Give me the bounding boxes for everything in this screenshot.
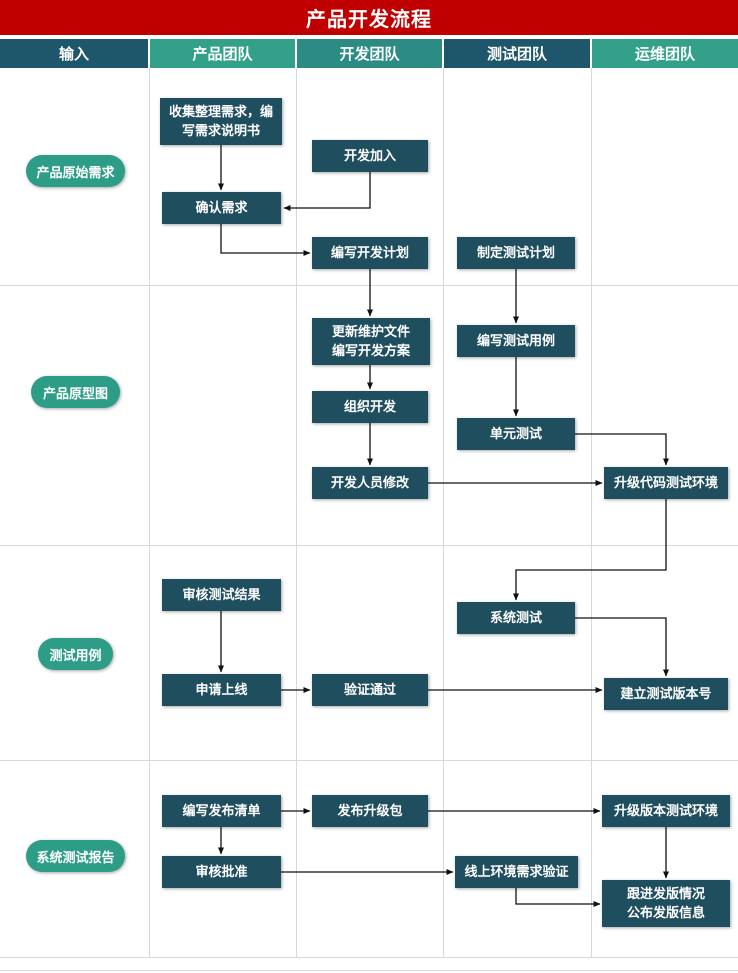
node-online-env-verify: 线上环境需求验证	[455, 856, 578, 888]
node-apply-online: 申请上线	[162, 674, 281, 706]
grid-line-horizontal	[0, 957, 738, 958]
lane-header-product-team: 产品团队	[150, 39, 295, 68]
grid-line-horizontal	[0, 545, 738, 546]
node-write-test-cases: 编写测试用例	[457, 325, 575, 357]
node-verify-pass: 验证通过	[312, 674, 428, 706]
input-pill-product-requirements: 产品原始需求	[26, 155, 125, 187]
grid-line-vertical	[591, 68, 592, 957]
lane-header-dev-team: 开发团队	[297, 39, 442, 68]
node-collect-requirements: 收集整理需求，编 写需求说明书	[160, 98, 282, 145]
node-release-package: 发布升级包	[312, 795, 428, 827]
node-system-test: 系统测试	[457, 602, 575, 634]
node-create-test-version: 建立测试版本号	[604, 678, 728, 710]
node-review-test-results: 审核测试结果	[162, 579, 281, 611]
input-pill-product-prototype: 产品原型图	[31, 376, 120, 408]
lane-header-test-team: 测试团队	[444, 39, 590, 68]
arrow-unittest-to-upgradecode	[575, 433, 669, 466]
lane-header-input: 输入	[0, 39, 148, 68]
node-organize-dev: 组织开发	[312, 391, 428, 423]
node-approve: 审核批准	[162, 856, 281, 888]
grid-line-horizontal	[0, 760, 738, 761]
node-update-docs-dev-scheme: 更新维护文件 编写开发方案	[312, 318, 430, 365]
node-unit-test: 单元测试	[457, 418, 575, 450]
node-dev-fix: 开发人员修改	[312, 467, 428, 499]
lane-header-ops-team: 运维团队	[592, 39, 738, 68]
grid-line-vertical	[443, 68, 444, 957]
grid-line-horizontal	[0, 970, 738, 971]
page-title: 产品开发流程	[0, 0, 738, 35]
node-dev-join: 开发加入	[312, 140, 428, 172]
node-follow-release-info: 跟进发版情况 公布发版信息	[602, 880, 730, 927]
arrow-onlineverify-to-followup	[515, 888, 601, 907]
node-make-test-plan: 制定测试计划	[457, 237, 575, 269]
node-write-dev-plan: 编写开发计划	[312, 237, 428, 269]
node-upgrade-version-test-env: 升级版本测试环境	[602, 795, 730, 827]
arrow-systest-to-buildversion	[575, 617, 669, 677]
node-write-release-list: 编写发布清单	[162, 795, 281, 827]
input-pill-test-cases: 测试用例	[38, 638, 113, 670]
grid-line-vertical	[149, 68, 150, 957]
grid-line-horizontal	[0, 285, 738, 286]
node-upgrade-code-test-env: 升级代码测试环境	[604, 467, 728, 499]
input-pill-system-test-report: 系统测试报告	[26, 840, 125, 872]
grid-line-vertical	[296, 68, 297, 957]
node-confirm-requirements: 确认需求	[162, 192, 281, 224]
